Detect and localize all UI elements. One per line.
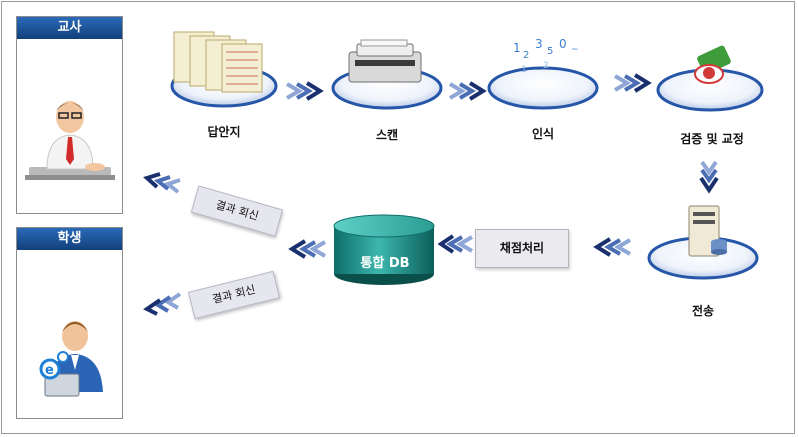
transmission-label: 전송	[691, 304, 715, 318]
scan-label: 스캔	[375, 128, 399, 142]
arrow-to-student	[143, 292, 182, 316]
arrow-recognition-to-verification	[613, 73, 652, 93]
teacher-icon	[25, 101, 115, 180]
svg-text:2: 2	[523, 50, 529, 61]
arrow-grading-to-db	[438, 234, 474, 254]
arrow-sheet-to-scan	[285, 81, 324, 101]
transmission-stage	[647, 205, 759, 280]
svg-text:~: ~	[571, 45, 579, 55]
integrated-db-icon	[333, 214, 435, 285]
scan-stage	[331, 39, 443, 110]
grading-process-box: 채점처리	[475, 229, 569, 268]
answer-sheet-label: 답안지	[207, 125, 241, 139]
svg-text:1: 1	[521, 65, 527, 75]
arrow-transmission-to-grading	[593, 237, 632, 257]
svg-text:e: e	[45, 363, 54, 378]
student-icon: e	[39, 321, 103, 397]
svg-text:3: 3	[535, 37, 543, 51]
arrow-to-teacher	[143, 172, 181, 194]
svg-text:5: 5	[547, 46, 553, 57]
teacher-panel: 교사	[16, 16, 123, 214]
scanner-icon	[348, 39, 422, 83]
arrow-scan-to-recognition	[448, 81, 487, 101]
verification-label: 검증 및 교정	[680, 132, 744, 146]
svg-text:1: 1	[513, 41, 521, 55]
integrated-db-label: 통합 DB	[360, 256, 410, 271]
student-panel: 학생 e	[16, 227, 123, 419]
verification-stage	[656, 45, 764, 112]
arrow-db-to-student-path	[288, 239, 327, 259]
stamp-icon	[694, 45, 731, 84]
answer-sheet-icon	[173, 31, 263, 93]
teacher-title: 교사	[17, 17, 122, 39]
svg-text:2: 2	[543, 61, 549, 71]
answer-sheet-stage	[170, 31, 278, 108]
svg-text:0: 0	[559, 37, 567, 51]
student-title: 학생	[17, 228, 122, 250]
arrow-verification-to-transmission	[699, 160, 719, 194]
server-icon	[688, 205, 727, 257]
recognition-label: 인식	[531, 127, 555, 141]
